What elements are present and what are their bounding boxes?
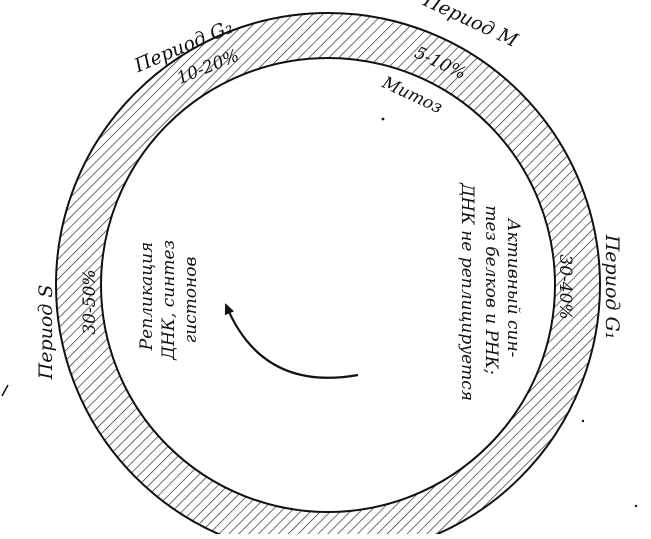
phase-s-desc-line3: гистонов (181, 257, 201, 344)
phase-g1-desc-line1: Активный син- (503, 218, 523, 358)
ink-mark (1, 384, 9, 397)
ink-dot (634, 504, 638, 508)
ink-dot (381, 117, 385, 121)
phase-s-desc-line1: Репликация (137, 242, 157, 352)
phase-s-desc-line2: ДНК, синтез (159, 240, 179, 361)
phase-g1-desc-line3: ДНК не реплицируется (457, 182, 477, 401)
phase-g1-label: Период G₁ (601, 234, 623, 340)
phase-g1-percent: 30-40% (555, 254, 575, 319)
cell-cycle-ring (54, 12, 602, 539)
phase-g1-desc-line2: тез белков и РНК; (481, 205, 501, 374)
phase-s-label: Период S (35, 285, 57, 381)
phase-s-percent: 30-50% (80, 269, 100, 334)
cycle-direction-arrow (224, 303, 359, 379)
ink-dot (581, 419, 585, 423)
